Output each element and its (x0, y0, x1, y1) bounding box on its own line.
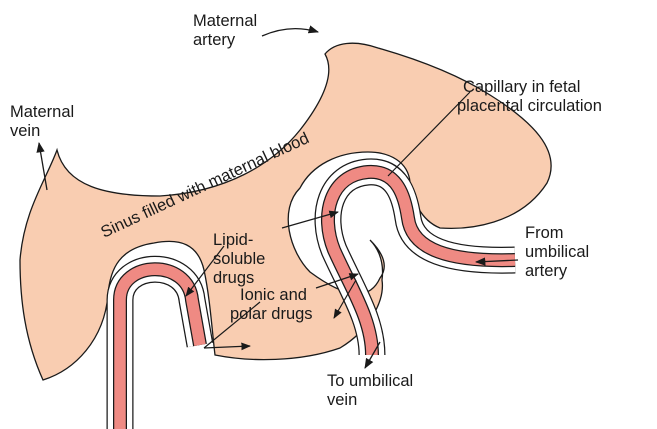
ionic-label-line1: Ionic and (240, 286, 307, 304)
capillary-label-line1: Capillary in fetal (463, 78, 580, 96)
maternal-artery-arrow (262, 29, 318, 36)
to-umbilical-line1: To umbilical (327, 372, 413, 390)
maternal-artery-label-line2: artery (193, 31, 236, 49)
ionic-label-line2: polar drugs (230, 305, 313, 323)
from-umbilical-artery-label: From umbilical artery (525, 224, 594, 280)
capillary-label: Capillary in fetal placental circulation (457, 78, 602, 115)
maternal-artery-label-line1: Maternal (193, 12, 257, 30)
from-umbilical-line3: artery (525, 262, 568, 280)
from-umbilical-line1: From (525, 224, 564, 242)
lipid-label-line2: soluble (213, 250, 265, 268)
maternal-vein-label-line2: vein (10, 122, 40, 140)
lipid-label-line3: drugs (213, 269, 254, 287)
to-umbilical-line2: vein (327, 391, 357, 409)
capillary-label-line2: placental circulation (457, 97, 602, 115)
from-umbilical-line2: umbilical (525, 243, 589, 261)
lipid-label-line1: Lipid- (213, 231, 253, 249)
to-umbilical-vein-label: To umbilical vein (327, 372, 418, 409)
maternal-artery-label: Maternal artery (193, 12, 262, 49)
maternal-vein-label-line1: Maternal (10, 103, 74, 121)
ionic-polar-label: Ionic and polar drugs (230, 286, 313, 323)
maternal-vein-label: Maternal vein (10, 103, 79, 140)
